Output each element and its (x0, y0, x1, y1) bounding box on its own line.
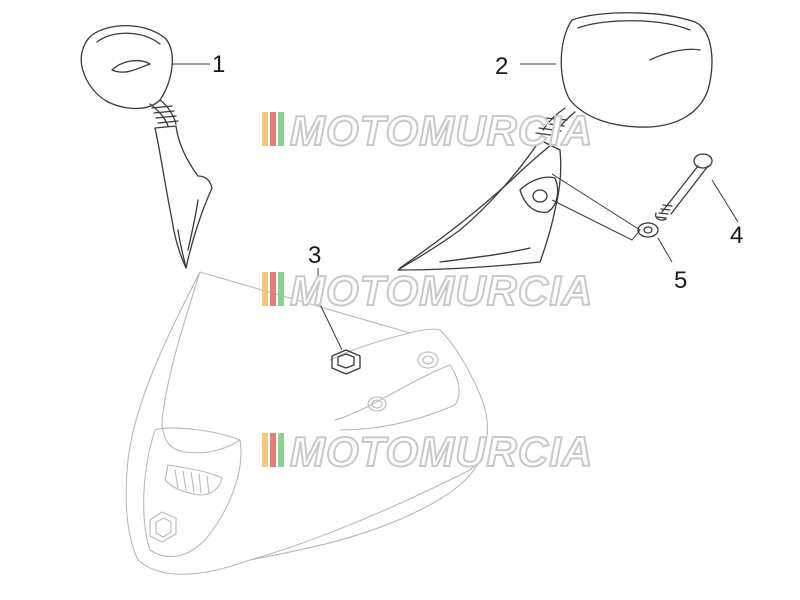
watermark-stripe (278, 272, 284, 306)
watermark-text: MOTOMURCIA (290, 267, 593, 314)
watermark-1: MOTOMURCIA (262, 106, 593, 155)
watermark-stripe (278, 433, 284, 467)
right-mirror (397, 12, 713, 271)
bolt (654, 153, 713, 221)
watermark-stripe (270, 433, 276, 467)
watermark-stripe (278, 112, 284, 146)
callout-1: 1 (212, 51, 225, 78)
left-mirror (80, 24, 213, 269)
washer (637, 222, 659, 238)
leader-4 (711, 179, 739, 223)
watermark-stripe (262, 272, 268, 306)
watermark-text: MOTOMURCIA (290, 107, 593, 154)
watermark-stripe (270, 112, 276, 146)
watermark-3: MOTOMURCIA (262, 427, 593, 476)
callout-2: 2 (495, 53, 508, 80)
watermark-text: MOTOMURCIA (290, 428, 593, 475)
watermark-stripe (262, 112, 268, 146)
watermark-stripe (270, 272, 276, 306)
watermark-2: MOTOMURCIA (262, 266, 593, 315)
cage-nut (331, 349, 361, 375)
callout-4: 4 (730, 222, 743, 249)
callout-5: 5 (674, 267, 687, 294)
headset-cover (125, 271, 488, 575)
leader-3 (317, 268, 343, 351)
leader-5 (657, 237, 673, 263)
callout-3: 3 (308, 242, 321, 269)
watermark-stripe (262, 433, 268, 467)
assembly-leader (551, 173, 641, 241)
leader-lines (172, 63, 739, 351)
callout-labels: 1 2 3 4 5 (212, 51, 743, 294)
